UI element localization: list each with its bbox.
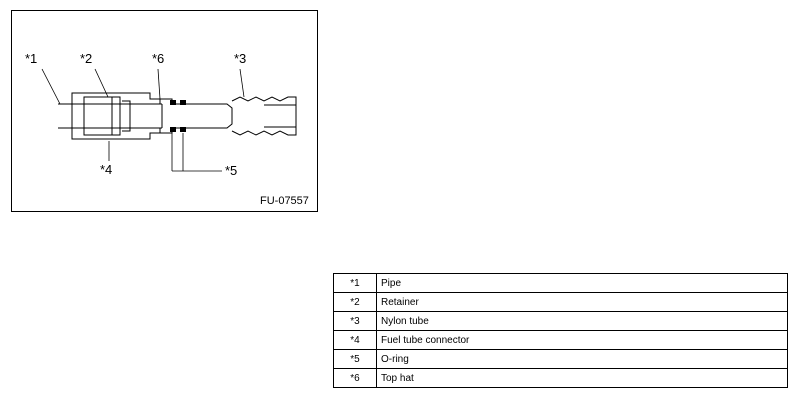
legend-row: *1 Pipe (333, 273, 788, 293)
legend-row: *3 Nylon tube (333, 311, 788, 331)
nylon-tube-shape (231, 96, 297, 136)
connector-body-shape (71, 92, 233, 140)
callout-2: *2 (80, 51, 92, 66)
callout-5: *5 (225, 163, 237, 178)
legend-key: *6 (333, 368, 377, 388)
legend-key: *2 (333, 292, 377, 312)
callout-3: *3 (234, 51, 246, 66)
legend-table: *1 Pipe *2 Retainer *3 Nylon tube *4 Fue… (333, 273, 788, 388)
pipe-shape (58, 103, 163, 129)
o-ring-shapes (170, 100, 186, 132)
legend-row: *6 Top hat (333, 368, 788, 388)
callout-4: *4 (100, 162, 112, 177)
legend-label: Retainer (376, 292, 788, 312)
legend-row: *4 Fuel tube connector (333, 330, 788, 350)
figure-id: FU-07557 (260, 195, 309, 207)
connector-drawing: *1 *2 *6 *3 *4 *5 FU-07557 (25, 51, 309, 207)
legend-row: *5 O-ring (333, 349, 788, 369)
legend-key: *1 (333, 273, 377, 293)
legend-label: Fuel tube connector (376, 330, 788, 350)
legend-label: Top hat (376, 368, 788, 388)
legend-row: *2 Retainer (333, 292, 788, 312)
connector-diagram: *1 *2 *6 *3 *4 *5 FU-07557 (11, 10, 318, 212)
callout-6: *6 (152, 51, 164, 66)
callout-1: *1 (25, 51, 37, 66)
retainer-shape (83, 96, 131, 136)
legend-key: *3 (333, 311, 377, 331)
legend-key: *5 (333, 349, 377, 369)
leader-lines (41, 68, 245, 172)
legend-key: *4 (333, 330, 377, 350)
legend-label: Pipe (376, 273, 788, 293)
legend-label: Nylon tube (376, 311, 788, 331)
legend-label: O-ring (376, 349, 788, 369)
